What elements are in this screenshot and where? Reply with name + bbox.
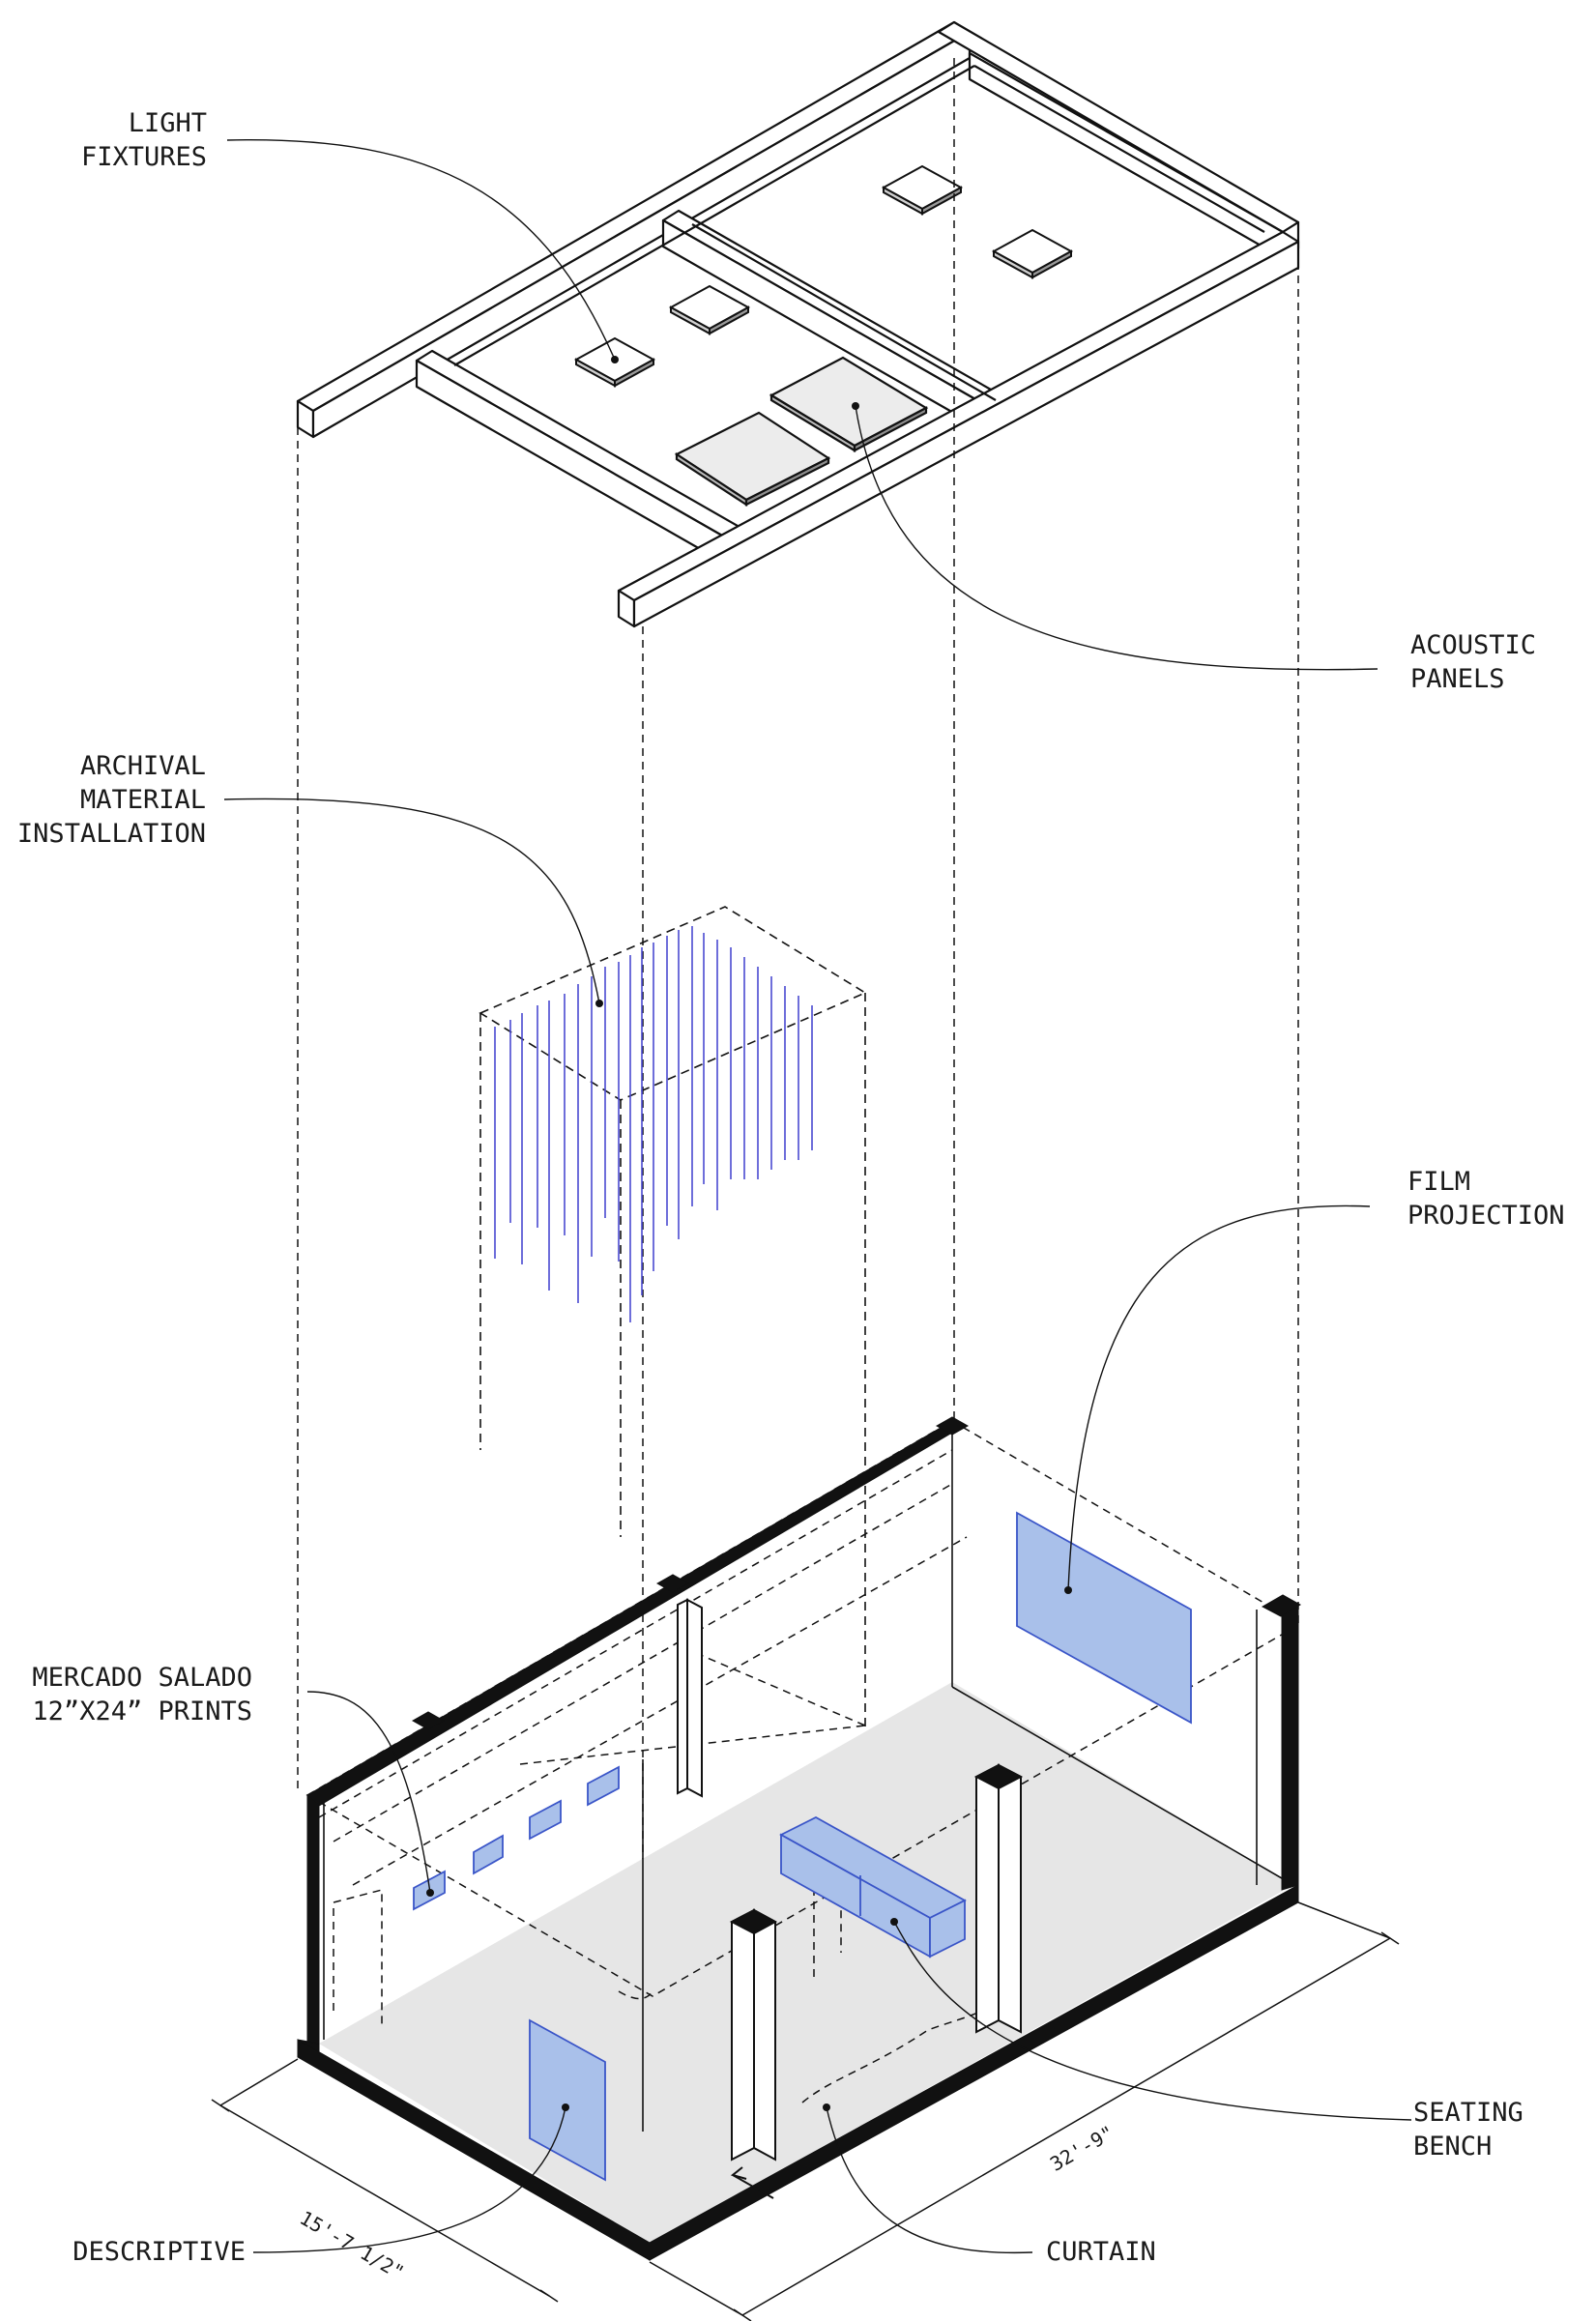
label-archival: ARCHIVAL MATERIAL INSTALLATION (17, 749, 206, 851)
label-line: FILM (1407, 1167, 1471, 1197)
label-line: PANELS (1410, 664, 1505, 694)
projection-lines (297, 58, 1299, 2098)
direction-arrow (730, 2166, 774, 2199)
label-line: 12”X24” PRINTS (32, 1697, 252, 1726)
label-line: PROJECTION (1407, 1201, 1565, 1231)
dimension-lines (211, 1901, 1400, 2321)
descriptive-panel (529, 2018, 606, 2182)
column-left (677, 1598, 778, 2161)
label-line: INSTALLATION (16, 819, 206, 849)
label-line: SEATING (1413, 2098, 1523, 2128)
print (529, 1799, 562, 1841)
acoustic-panel (769, 356, 929, 452)
film-projection-screen (1016, 1511, 1192, 1725)
light-fixture (881, 164, 964, 216)
walls (297, 1416, 1301, 2261)
leader-lines (223, 139, 1412, 2254)
ceiling-frame (296, 20, 1300, 628)
print (587, 1765, 620, 1807)
label-acoustic-panels: ACOUSTIC PANELS (1410, 628, 1536, 696)
column-right (973, 1763, 1024, 2034)
label-line: FIXTURES (80, 142, 207, 172)
archival-strings (494, 926, 813, 1322)
label-line: ACOUSTIC (1410, 630, 1537, 660)
label-line: DESCRIPTIVE (73, 2237, 246, 2267)
print (473, 1834, 504, 1875)
label-line: LIGHT (128, 108, 207, 138)
acoustic-panel (674, 411, 831, 508)
label-curtain: CURTAIN (1046, 2235, 1156, 2269)
label-mercado-salado: MERCADO SALADO 12”X24” PRINTS (32, 1661, 252, 1728)
label-line: MATERIAL (79, 785, 206, 815)
mercado-prints (413, 1765, 620, 1911)
light-fixture (668, 284, 751, 335)
label-line: ARCHIVAL (79, 751, 206, 781)
label-line: BENCH (1413, 2132, 1493, 2161)
label-line: MERCADO SALADO (32, 1663, 252, 1693)
leader-dots (426, 356, 1072, 2111)
label-descriptive: DESCRIPTIVE (73, 2235, 246, 2269)
label-seating-bench: SEATING BENCH (1413, 2096, 1523, 2163)
light-fixtures (573, 164, 1074, 388)
acoustic-panels (674, 356, 929, 508)
label-film-projection: FILM PROJECTION (1407, 1165, 1565, 1233)
archival-installation-box (479, 906, 867, 1730)
label-line: CURTAIN (1046, 2237, 1156, 2267)
seating-bench (779, 1815, 967, 1958)
label-light-fixtures: LIGHT FIXTURES (81, 106, 207, 174)
light-fixture (991, 228, 1074, 279)
